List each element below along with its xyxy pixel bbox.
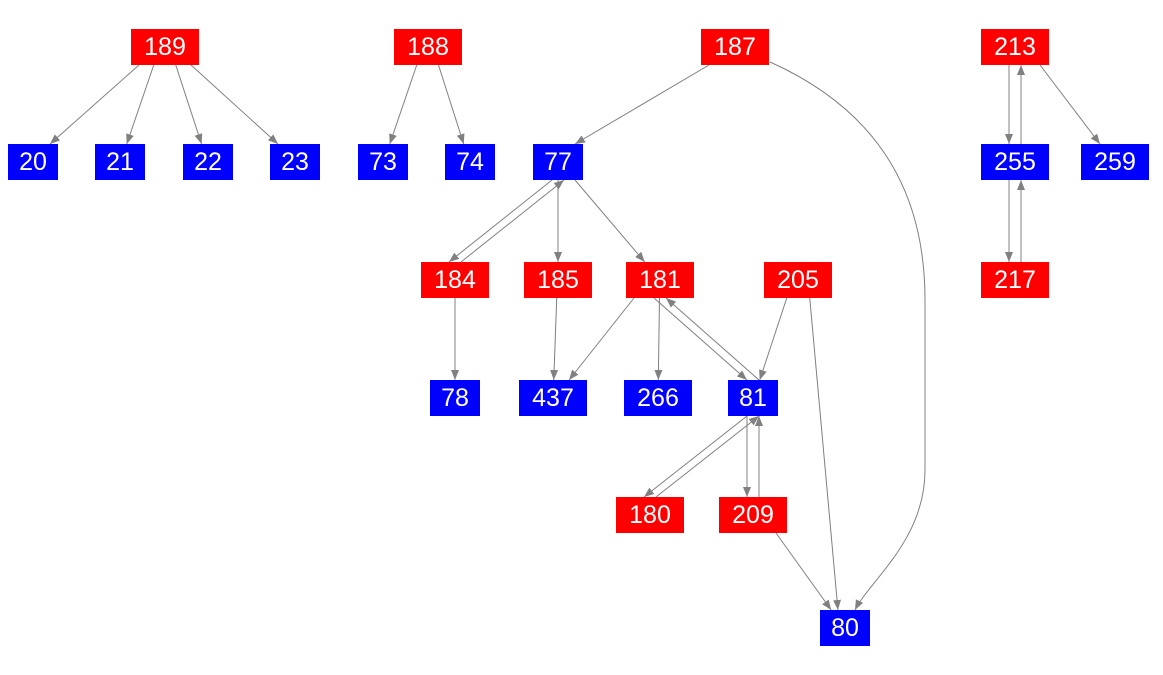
edge-81-to-180 <box>643 415 748 498</box>
node-78: 78 <box>430 380 480 416</box>
node-209: 209 <box>719 497 787 533</box>
node-22: 22 <box>183 144 233 180</box>
node-188: 188 <box>394 29 462 65</box>
node-180: 180 <box>616 497 684 533</box>
node-184: 184 <box>421 262 489 298</box>
edge-77-to-181 <box>574 179 646 263</box>
node-266: 266 <box>624 380 692 416</box>
node-185: 185 <box>524 262 592 298</box>
node-20: 20 <box>8 144 58 180</box>
edge-205-to-81 <box>759 297 788 381</box>
node-73: 73 <box>358 144 408 180</box>
edge-189-to-21 <box>126 64 155 145</box>
edge-213-to-259 <box>1039 64 1101 145</box>
edge-209-to-80 <box>775 532 832 611</box>
node-189: 189 <box>131 29 199 65</box>
node-217: 217 <box>981 262 1049 298</box>
edge-189-to-22 <box>175 64 203 145</box>
edge-188-to-74 <box>438 64 465 145</box>
node-437: 437 <box>519 380 587 416</box>
edge-81-to-181 <box>665 297 760 381</box>
edge-77-to-184 <box>448 179 553 263</box>
edge-181-to-437 <box>568 297 635 381</box>
node-259: 259 <box>1081 144 1149 180</box>
node-80: 80 <box>820 610 870 646</box>
node-77: 77 <box>533 144 583 180</box>
node-23: 23 <box>270 144 320 180</box>
node-81: 81 <box>728 380 778 416</box>
edge-189-to-23 <box>190 64 279 145</box>
edge-189-to-20 <box>49 64 140 145</box>
node-255: 255 <box>981 144 1049 180</box>
node-21: 21 <box>95 144 145 180</box>
edge-181-to-81 <box>653 297 748 381</box>
edge-181-to-266 <box>654 297 663 381</box>
node-213: 213 <box>981 29 1049 65</box>
node-74: 74 <box>445 144 495 180</box>
edge-205-to-80 <box>809 297 842 611</box>
edge-180-to-81 <box>655 415 760 498</box>
edge-187-to-80 <box>769 61 926 611</box>
node-181: 181 <box>626 262 694 298</box>
edge-185-to-437 <box>550 297 559 381</box>
edge-184-to-77 <box>460 179 565 263</box>
edge-188-to-73 <box>389 64 418 145</box>
node-205: 205 <box>764 262 832 298</box>
node-187: 187 <box>701 29 769 65</box>
edge-187-to-77 <box>574 64 710 145</box>
